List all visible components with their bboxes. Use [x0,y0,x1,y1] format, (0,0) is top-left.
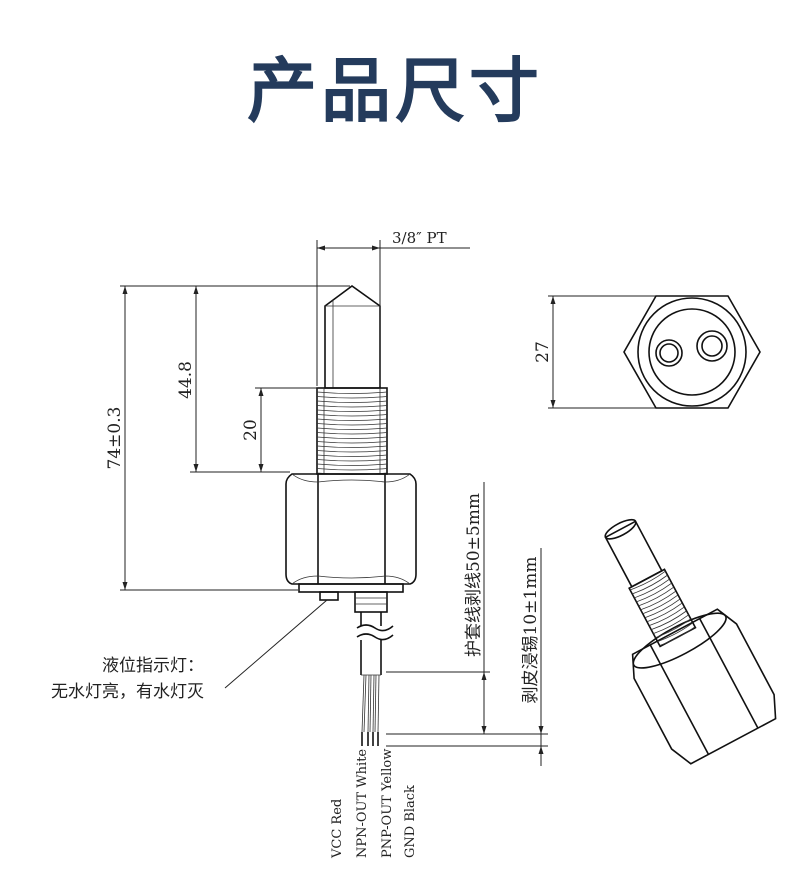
wire-labels: VCC Red NPN-OUT White PNP-OUT Yellow GND… [330,749,418,859]
sensor-front-view [285,285,417,746]
dim-probe-length: 44.8 [176,286,199,472]
dim-thread-length: 20 [241,388,264,472]
dim-sheath-strip-label: 护套线剥线50±5mm [464,493,484,657]
wire-label-pnp: PNP-OUT Yellow [380,749,395,858]
dim-total-length-label: 74±0.3 [105,407,125,470]
indicator-led [319,591,339,601]
sensor-iso-view [604,518,777,765]
cable-gland [354,591,388,613]
indicator-note-line2: 无水灯亮，有水灯灭 [51,682,204,702]
dim-wire-strip-label: 剥皮浸锡10±1mm [521,557,541,704]
hex-outline [623,295,761,409]
wire-label-vcc: VCC Red [330,799,345,859]
wire-leads [361,674,380,746]
dim-thread-label: 3/8″ PT [392,229,447,247]
dim-hex-size-label: 27 [533,341,553,363]
cable [356,612,394,676]
dim-total-length: 74±0.3 [105,286,128,590]
dim-thread-length-label: 20 [241,419,261,441]
indicator-callout: 液位指示灯： 无水灯亮，有水灯灭 [51,599,328,702]
wire-label-npn: NPN-OUT White [355,749,370,858]
indicator-note-line1: 液位指示灯： [102,656,204,676]
dim-probe-length-label: 44.8 [176,361,196,399]
dim-sheath-strip: 护套线剥线50±5mm [464,482,487,734]
dim-wire-strip: 剥皮浸锡10±1mm [521,548,544,766]
dim-thread-size: 3/8″ PT [316,229,470,386]
sensor-end-view: 27 [533,295,761,409]
page-title: 产品尺寸 [247,50,543,132]
thread-section [316,387,388,475]
hex-nut [285,473,417,585]
wire-label-gnd: GND Black [403,785,418,858]
